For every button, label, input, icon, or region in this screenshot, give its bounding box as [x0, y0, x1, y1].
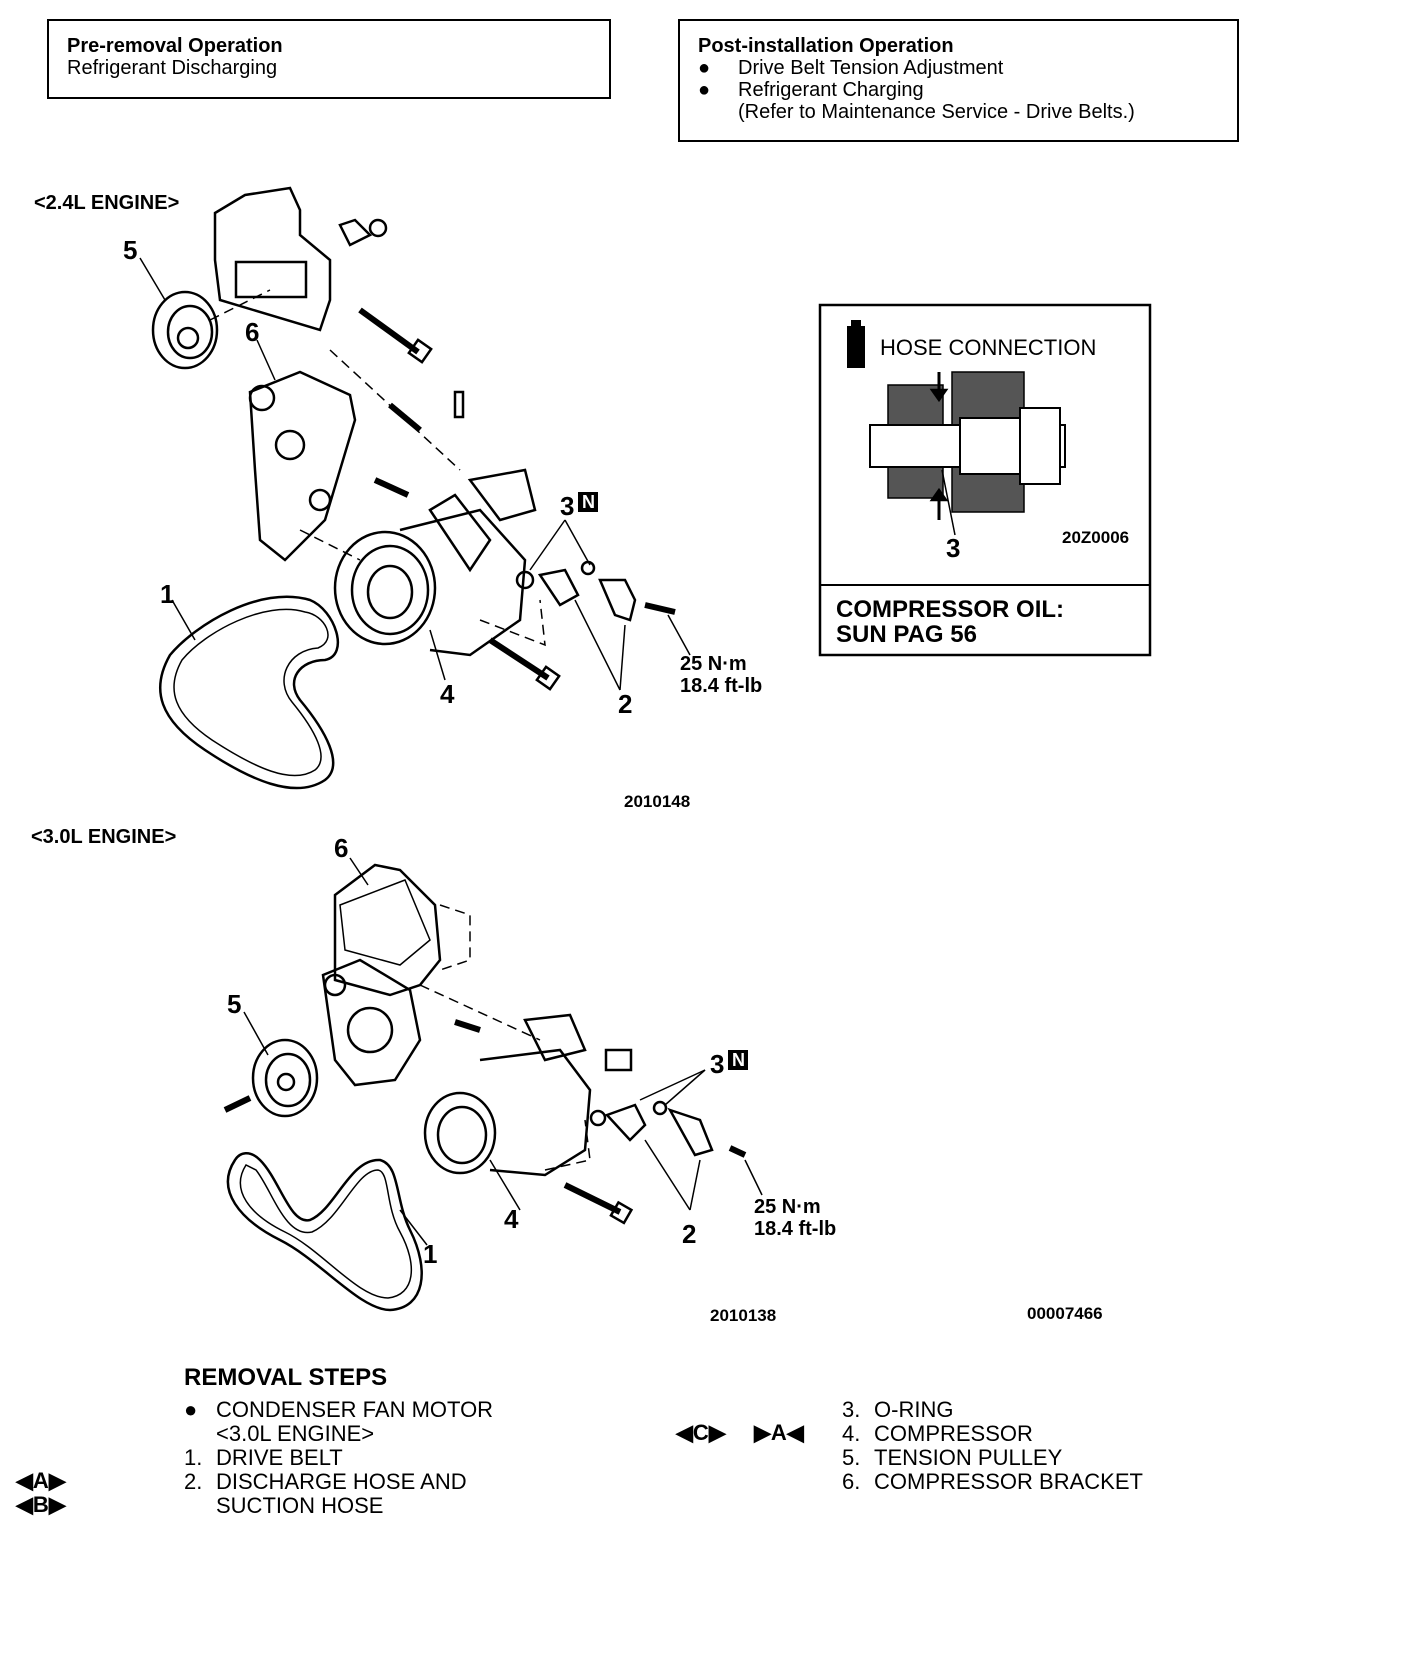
- step-compressor: 4.COMPRESSOR: [842, 1421, 1033, 1446]
- step-condenser-note: <3.0L ENGINE>: [216, 1421, 375, 1446]
- step-suction-hose: SUCTION HOSE: [216, 1493, 384, 1518]
- post-note: (Refer to Maintenance Service - Drive Be…: [738, 101, 1135, 123]
- compressor-oil-type: SUN PAG 56: [836, 621, 977, 648]
- document-number: 00007466: [1027, 1304, 1103, 1323]
- heading-2-4l-engine: <2.4L ENGINE>: [34, 192, 180, 214]
- tension-pulley-24: [151, 290, 219, 370]
- compressor-clutch-24: [333, 530, 437, 646]
- step-drive-belt: 1.DRIVE BELT: [184, 1445, 343, 1470]
- n-mark-icon: N: [578, 492, 599, 512]
- callout-6-24: 6: [245, 317, 260, 347]
- tension-pulley-30: [251, 1038, 319, 1118]
- torque-nm-30: 25 N·m: [754, 1196, 821, 1218]
- callout-6-30: 6: [334, 833, 349, 863]
- step-condenser-fan-motor: ●CONDENSER FAN MOTOR: [184, 1397, 494, 1422]
- removal-steps-right: 3.O-RING 4.COMPRESSOR 5.TENSION PULLEY 6…: [842, 1398, 1143, 1494]
- n-mark-icon: N: [728, 1050, 749, 1070]
- callout-2-30: 2: [682, 1219, 697, 1249]
- removal-steps-title: REMOVAL STEPS: [184, 1364, 388, 1391]
- bracket-slot-24: [234, 260, 308, 299]
- callout-4-24: 4: [440, 679, 455, 709]
- pre-removal-box: Pre-removal Operation Refrigerant Discha…: [47, 19, 611, 99]
- figure-code-24: 2010148: [624, 792, 691, 811]
- discharge-hose-24: [537, 568, 580, 607]
- compressor-bracket-24: [248, 370, 357, 562]
- compressor-body-30: [479, 1048, 592, 1177]
- figure-code-30: 2010138: [710, 1306, 777, 1325]
- hose-callout-3: 3: [946, 533, 961, 563]
- marker-a-left: ◀A▶: [16, 1468, 66, 1493]
- callout-2-24: 2: [618, 689, 633, 719]
- hose-figure-code: 20Z0006: [1062, 528, 1130, 547]
- callout-1-30: 1: [423, 1239, 438, 1269]
- marker-a-right: ▶A◀: [754, 1420, 804, 1445]
- torque-ftlb-24: 18.4 ft-lb: [680, 675, 763, 697]
- callout-5-24: 5: [123, 235, 138, 265]
- upper-bracket-30: [333, 863, 442, 997]
- heading-3-0l-engine: <3.0L ENGINE>: [31, 826, 177, 848]
- oil-can-icon: [847, 326, 865, 368]
- step-compressor-bracket: 6.COMPRESSOR BRACKET: [842, 1469, 1143, 1494]
- pre-removal-item: Refrigerant Discharging: [67, 57, 278, 79]
- post-item-2: ●Refrigerant Charging: [698, 79, 924, 101]
- marker-b-left: ◀B▶: [16, 1492, 66, 1517]
- suction-hose-30: [667, 1107, 714, 1157]
- callout-5-30: 5: [227, 989, 242, 1019]
- removal-steps-left: ●CONDENSER FAN MOTOR <3.0L ENGINE> 1.DRI…: [184, 1398, 493, 1518]
- marker-c-right: ◀C▶: [676, 1420, 726, 1445]
- torque-ftlb-30: 18.4 ft-lb: [754, 1218, 837, 1240]
- step-tension-pulley: 5.TENSION PULLEY: [842, 1445, 1063, 1470]
- step-discharge-hose: 2.DISCHARGE HOSE AND: [184, 1469, 467, 1494]
- callout-4-30: 4: [504, 1204, 519, 1234]
- pre-removal-title: Pre-removal Operation: [67, 35, 283, 57]
- step-o-ring: 3.O-RING: [842, 1397, 954, 1422]
- hose-connection-box: [818, 303, 1152, 657]
- drive-belt-24: [158, 595, 339, 790]
- compressor-body-24: [399, 508, 527, 657]
- post-installation-title: Post-installation Operation: [698, 35, 954, 57]
- torque-nm-24: 25 N·m: [680, 653, 747, 675]
- suction-hose-24: [598, 578, 637, 622]
- callout-1-24: 1: [160, 579, 175, 609]
- compressor-bracket-30: [321, 958, 422, 1087]
- upper-bracket-24: [213, 186, 332, 332]
- discharge-hose-30: [604, 1103, 647, 1142]
- drive-belt-30: [226, 1152, 423, 1312]
- post-item-1: ●Drive Belt Tension Adjustment: [698, 57, 1004, 79]
- post-installation-box: Post-installation Operation ●Drive Belt …: [678, 19, 1239, 142]
- compressor-clutch-30: [423, 1091, 497, 1175]
- hose-connection-title: HOSE CONNECTION: [880, 335, 1097, 360]
- compressor-oil-label: COMPRESSOR OIL:: [836, 596, 1065, 623]
